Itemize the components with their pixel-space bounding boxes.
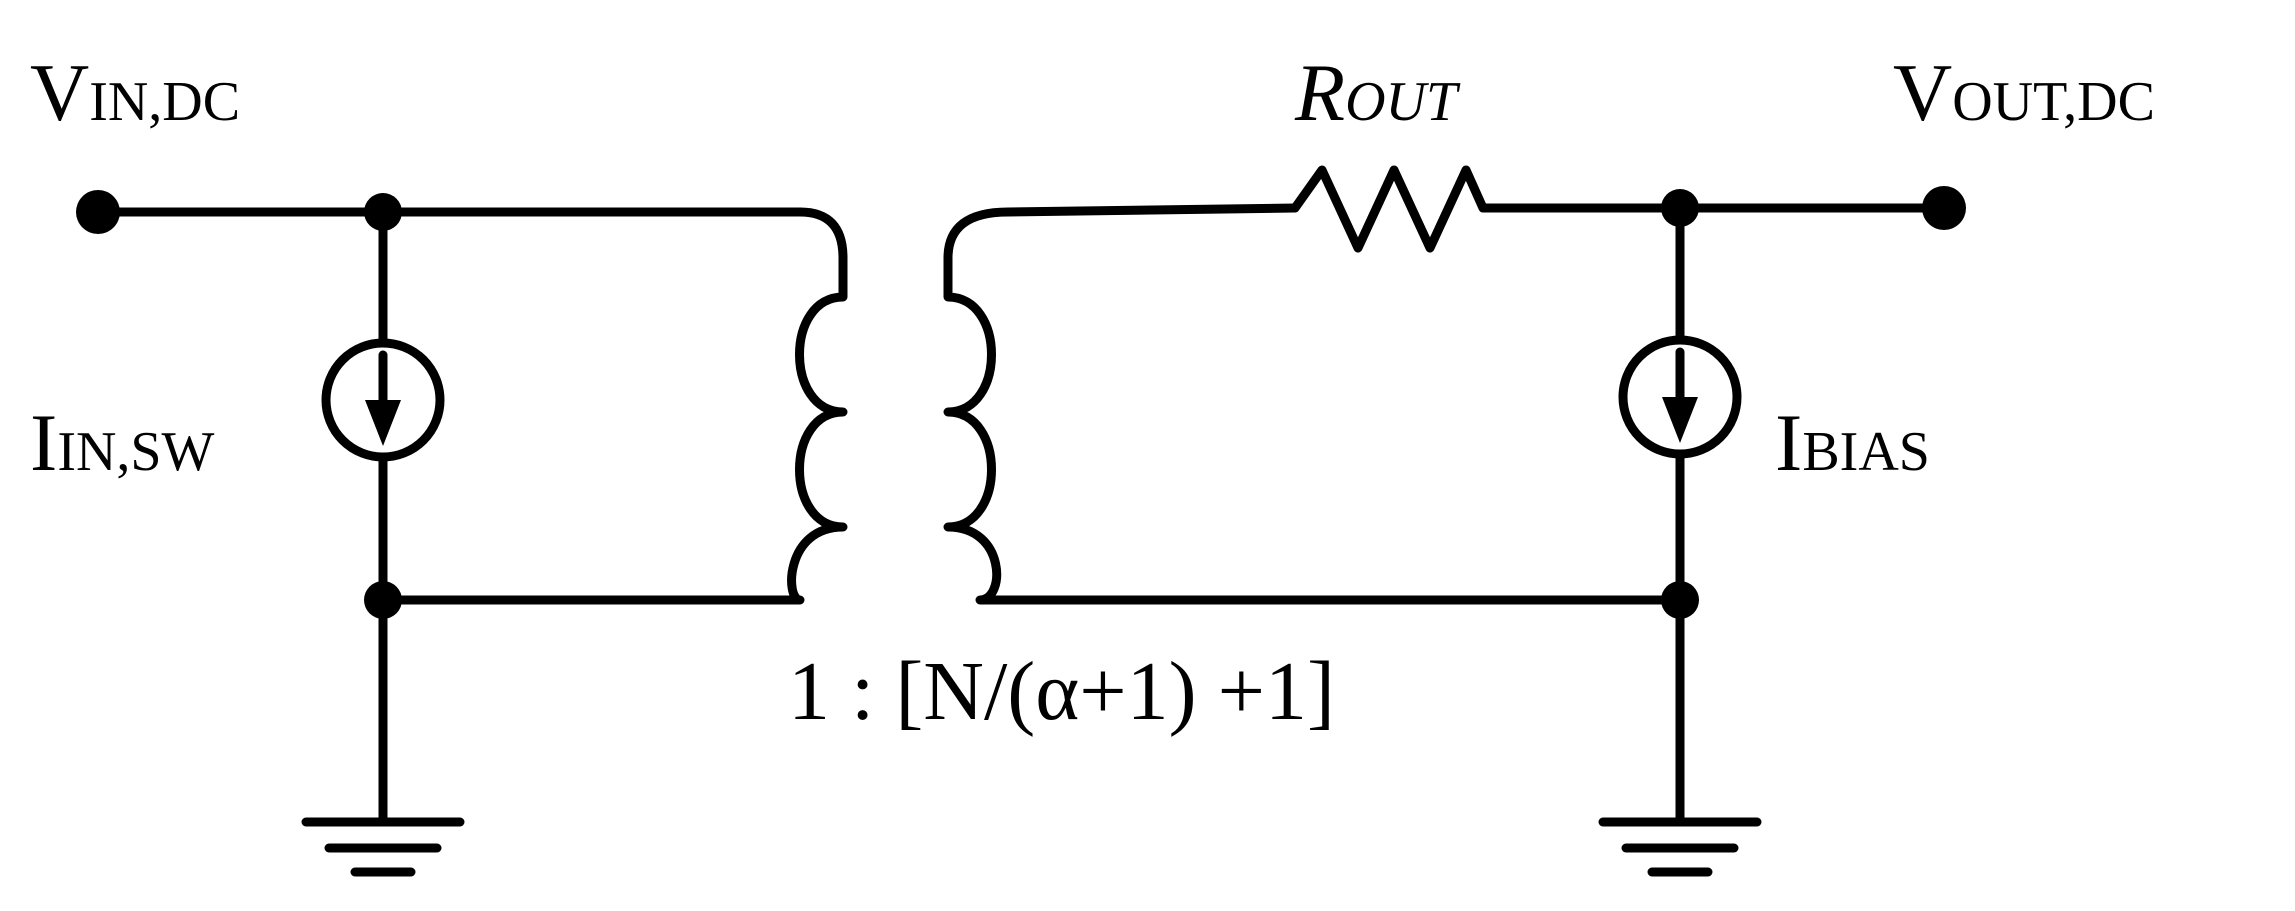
turns-ratio-label: 1 : [N/(α+1) +1] [788, 645, 1335, 738]
ibias-label-main: I [1775, 397, 1803, 488]
vout-label: VOUT,DC [1893, 52, 2155, 134]
output-ground-symbol [1598, 817, 1762, 877]
vout-label-main: V [1893, 47, 1953, 138]
vout-label-sub: OUT,DC [1952, 71, 2155, 133]
iin-label: IIN,SW [30, 402, 214, 484]
input-source-arrow-head [365, 400, 401, 446]
vin-label-sub: IN,DC [89, 71, 241, 133]
ibias-label-sub: BIAS [1802, 421, 1930, 483]
iin-label-sub: IN,SW [57, 421, 215, 483]
primary-winding [378, 207, 848, 605]
input-bottom-node [364, 581, 402, 619]
vin-label: VIN,DC [30, 52, 240, 134]
bias-source-arrow-head [1662, 397, 1698, 443]
output-terminal [1922, 186, 1966, 230]
iin-label-main: I [30, 397, 58, 488]
output-resistor [1290, 165, 1685, 253]
secondary-winding [943, 203, 1685, 605]
output-bottom-node [1661, 581, 1699, 619]
input-ground-symbol [301, 817, 465, 877]
rout-label: ROUT [1295, 52, 1457, 134]
vin-label-main: V [30, 47, 90, 138]
rout-label-sub: OUT [1345, 71, 1458, 133]
rout-label-main: R [1295, 47, 1346, 138]
ibias-label: IBIAS [1775, 402, 1930, 484]
